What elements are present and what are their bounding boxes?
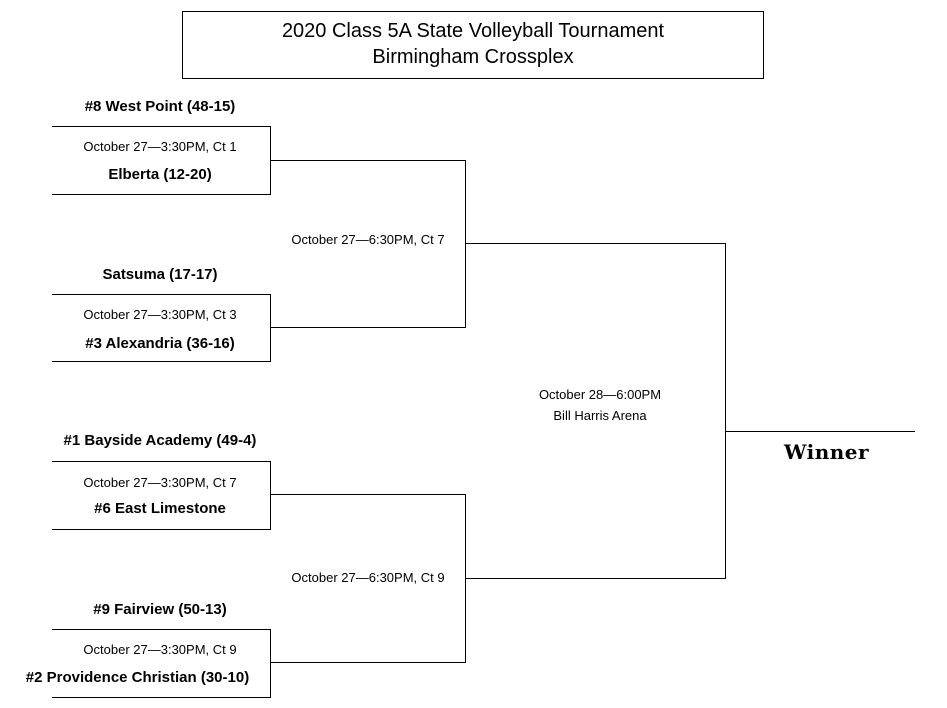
game-info: October 27—3:30PM, Ct 1: [83, 139, 237, 154]
bracket-line: [270, 662, 466, 663]
tournament-title: 2020 Class 5A State Volleyball Tournamen…: [281, 20, 665, 42]
bracket-line: [270, 461, 271, 530]
team-label: #9 Fairview (50-13): [93, 601, 227, 618]
team-label: Elberta (12-20): [108, 166, 212, 183]
venue-title: Birmingham Crossplex: [372, 46, 574, 68]
final-game: October 28—6:00PM: [538, 387, 662, 402]
bracket-line: [52, 461, 271, 462]
team-label: #2 Providence Christian (30-10): [25, 669, 250, 686]
semifinal-info: October 27—6:30PM, Ct 7: [291, 232, 445, 247]
final-info: October 28—6:00PM Bill Harris Arena: [500, 384, 700, 426]
bracket-line: [52, 194, 271, 195]
bracket-line: [270, 294, 271, 362]
team-label: #1 Bayside Academy (49-4): [63, 432, 257, 449]
bracket-line: [270, 160, 466, 161]
team-label: #6 East Limestone: [94, 500, 226, 517]
game-info: October 27—3:30PM, Ct 3: [83, 307, 237, 322]
bracket-line: [52, 629, 271, 630]
title-box: 2020 Class 5A State Volleyball Tournamen…: [182, 11, 764, 79]
bracket-line: [52, 361, 271, 362]
winner-line: [725, 431, 915, 432]
bracket-line: [270, 494, 466, 495]
bracket-line: [725, 243, 726, 579]
bracket-line: [52, 529, 271, 530]
game-info: October 27—3:30PM, Ct 9: [83, 642, 237, 657]
bracket-line: [52, 126, 271, 127]
bracket-line: [52, 697, 271, 698]
game-info: October 27—3:30PM, Ct 7: [83, 475, 237, 490]
bracket-line: [270, 629, 271, 698]
bracket-line: [465, 578, 726, 579]
team-label: #3 Alexandria (36-16): [85, 335, 235, 352]
bracket-line: [465, 160, 466, 328]
team-label: Satsuma (17-17): [102, 266, 218, 283]
winner-label: Winner: [784, 440, 870, 464]
bracket-line: [270, 327, 466, 328]
semifinal-info: October 27—6:30PM, Ct 9: [291, 570, 445, 585]
bracket-line: [465, 243, 726, 244]
bracket-line: [52, 294, 271, 295]
team-label: #8 West Point (48-15): [84, 98, 236, 115]
final-venue: Bill Harris Arena: [553, 408, 647, 423]
